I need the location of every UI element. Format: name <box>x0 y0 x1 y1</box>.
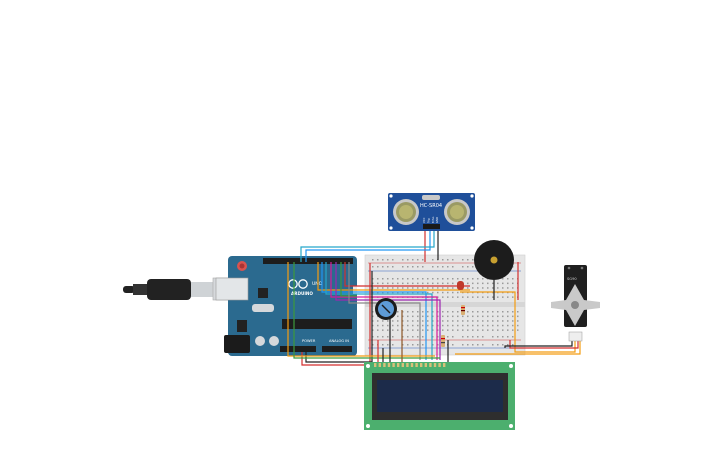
wire-sensor-echo <box>300 230 435 262</box>
power-header-label: POWER <box>302 339 316 343</box>
arduino-infinity-icon <box>288 279 308 289</box>
sensor-pin-label: VCC <box>422 217 426 223</box>
resistor-icon <box>461 305 465 315</box>
wire-servo-gnd <box>504 340 573 348</box>
sensor-pin-label: Trig <box>426 218 430 223</box>
led-icon <box>457 281 464 290</box>
servo-icon: SG90 <box>551 265 600 342</box>
wire-d12 <box>321 262 427 360</box>
buzzer-icon <box>474 240 514 280</box>
arduino-model-label: UNO <box>312 281 323 287</box>
potentiometer-icon <box>375 298 397 320</box>
sensor-pin-label: Echo <box>431 216 435 223</box>
wire-left-green <box>293 262 440 359</box>
wire-d8 <box>340 262 357 297</box>
lcd-display <box>364 362 515 430</box>
wire-d10 <box>330 262 438 360</box>
wire-d11 <box>325 262 433 360</box>
wire-servo-vcc <box>509 340 579 349</box>
resistor-icon-2 <box>441 335 445 347</box>
sensor-pin-label: GND <box>435 217 439 223</box>
wires <box>287 230 581 366</box>
arduino-board: ARDUINO UNO POWER ANALOG IN <box>215 256 357 356</box>
wire-servo-extra <box>455 340 581 355</box>
analog-header-label: ANALOG IN <box>329 339 349 343</box>
arduino-brand-label: ARDUINO <box>291 291 313 296</box>
wire-gnd <box>305 271 373 363</box>
wire-sensor-trig <box>305 230 431 262</box>
wire-left-orange <box>287 262 435 357</box>
servo-model-label: SG90 <box>567 277 577 281</box>
sensor-model-label-text: HC-SR04 <box>420 203 442 209</box>
wire-d13 <box>317 262 470 291</box>
wire-d7 <box>344 262 470 287</box>
